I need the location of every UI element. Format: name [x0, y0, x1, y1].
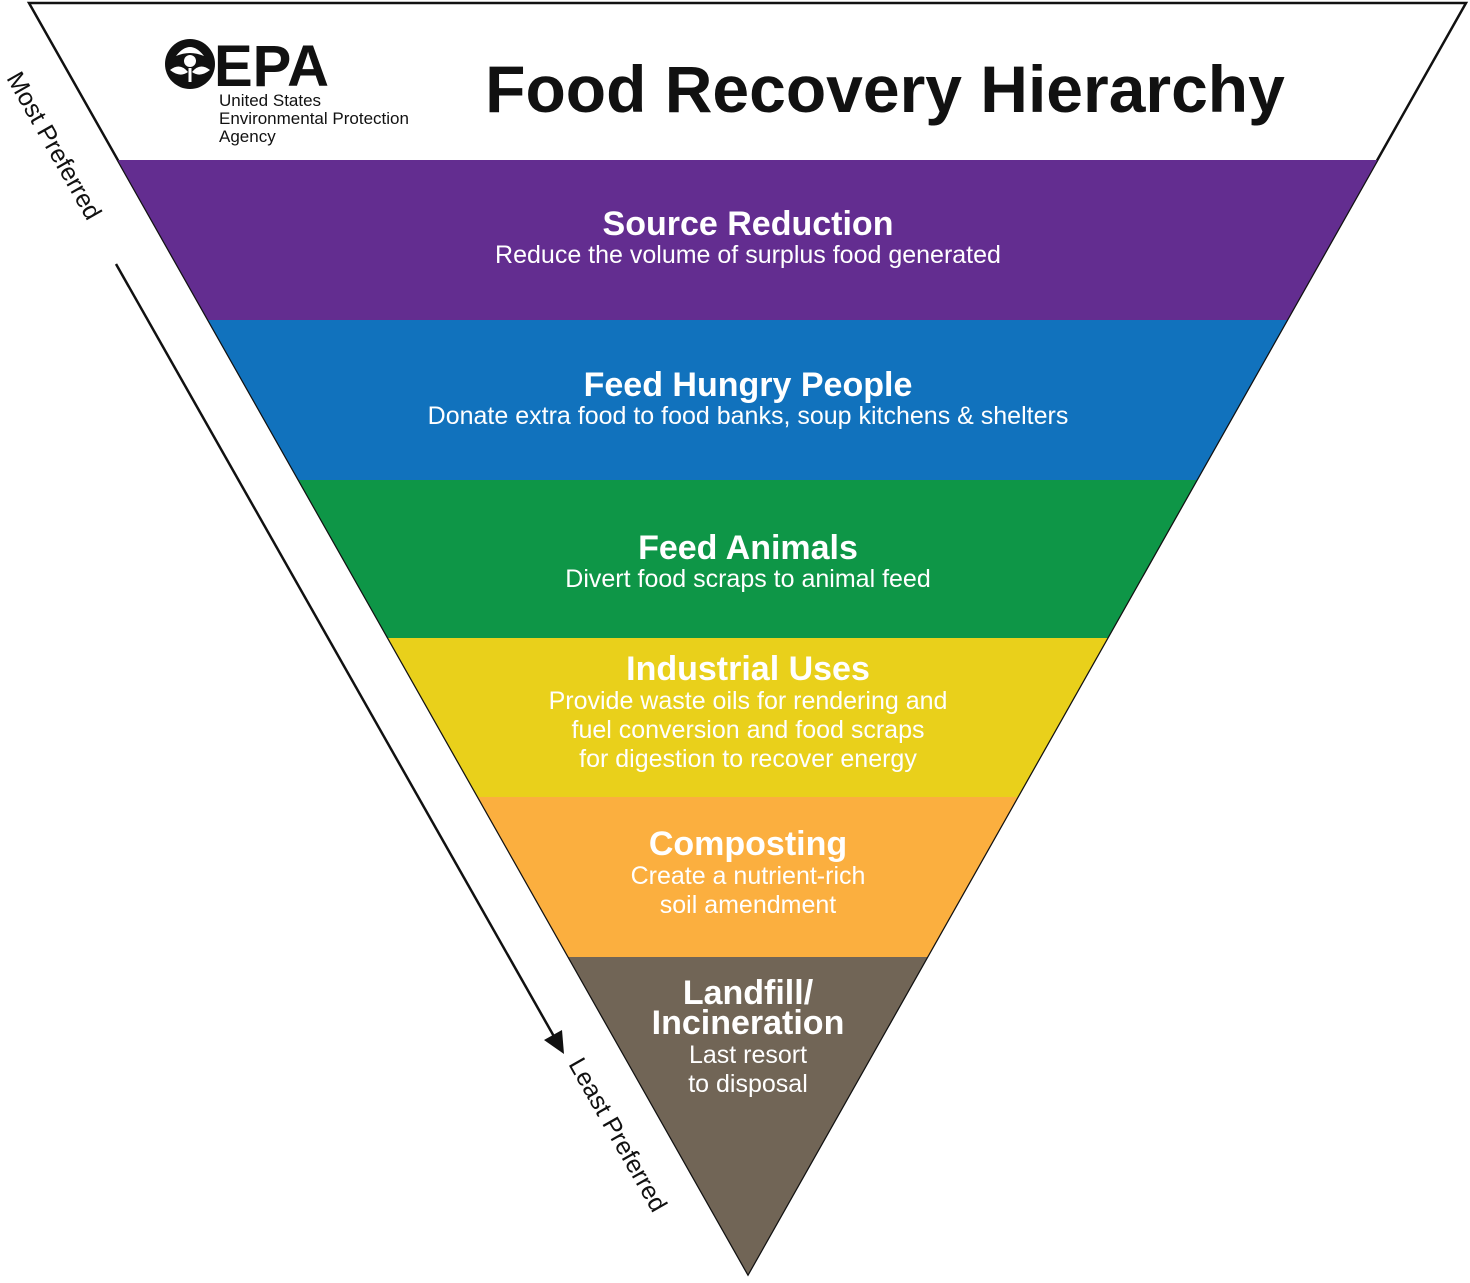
tier-description-5-line-1: Create a nutrient-rich — [631, 862, 866, 890]
tier-band-4 — [388, 638, 1108, 797]
tier-title-5: Composting — [649, 825, 847, 863]
tier-band-2 — [208, 320, 1287, 480]
tier-title-6-line-2: Incineration — [652, 1004, 845, 1042]
tier-band-6 — [568, 957, 928, 1274]
tier-description-6-line-2: to disposal — [688, 1070, 808, 1098]
epa-logo: EPA United States Environmental Protecti… — [165, 34, 409, 146]
tier-band-1 — [117, 160, 1378, 320]
epa-line-1: United States — [219, 91, 321, 110]
tier-title-6-line-1: Landfill/ — [683, 974, 814, 1012]
preference-arrow-line — [114, 263, 558, 1041]
epa-wordmark: EPA — [214, 34, 329, 99]
tier-description-4-line-1: Provide waste oils for rendering and — [549, 687, 948, 715]
epa-flower-icon — [165, 39, 215, 89]
page-title: Food Recovery Hierarchy — [485, 52, 1285, 126]
tier-description-2-line-1: Donate extra food to food banks, soup ki… — [428, 402, 1069, 430]
tier-description-4-line-3: for digestion to recover energy — [579, 745, 917, 773]
tier-description-1-line-1: Reduce the volume of surplus food genera… — [495, 241, 1001, 269]
tier-description-5-line-2: soil amendment — [660, 891, 837, 919]
epa-line-3: Agency — [219, 127, 276, 146]
tier-title-2: Feed Hungry People — [584, 366, 913, 404]
tier-description-3-line-1: Divert food scraps to animal feed — [565, 565, 930, 593]
tier-title-4: Industrial Uses — [626, 650, 870, 688]
tier-description-4-line-2: fuel conversion and food scraps — [572, 716, 925, 744]
preference-arrowhead — [544, 1030, 564, 1054]
tier-description-6-line-1: Last resort — [689, 1041, 807, 1069]
epa-line-2: Environmental Protection — [219, 109, 409, 128]
tier-title-3: Feed Animals — [638, 529, 858, 567]
tier-title-1: Source Reduction — [603, 205, 894, 243]
tier-band-3 — [298, 480, 1197, 638]
tier-band-5 — [478, 797, 1018, 957]
